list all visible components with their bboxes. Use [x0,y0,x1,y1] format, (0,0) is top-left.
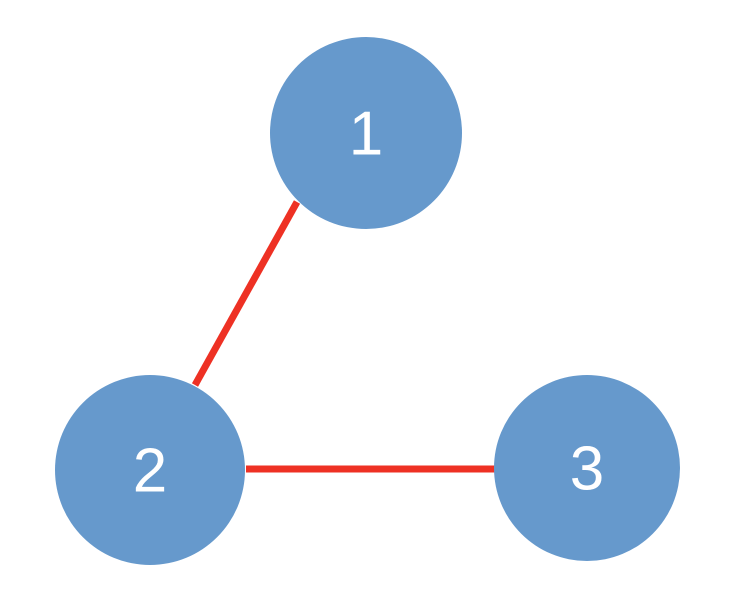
node-label: 2 [133,437,167,506]
node-circle[interactable] [494,375,680,561]
graph-node[interactable]: 3 [494,375,680,561]
graph-edge[interactable] [191,200,301,387]
edges-layer [191,200,497,473]
graph-node[interactable]: 1 [270,37,462,229]
node-circle[interactable] [55,375,245,565]
node-label: 3 [570,435,604,504]
nodes-layer: 1 2 3 [55,37,680,565]
graph-node[interactable]: 2 [55,375,245,565]
node-circle[interactable] [270,37,462,229]
node-label: 1 [349,100,383,169]
